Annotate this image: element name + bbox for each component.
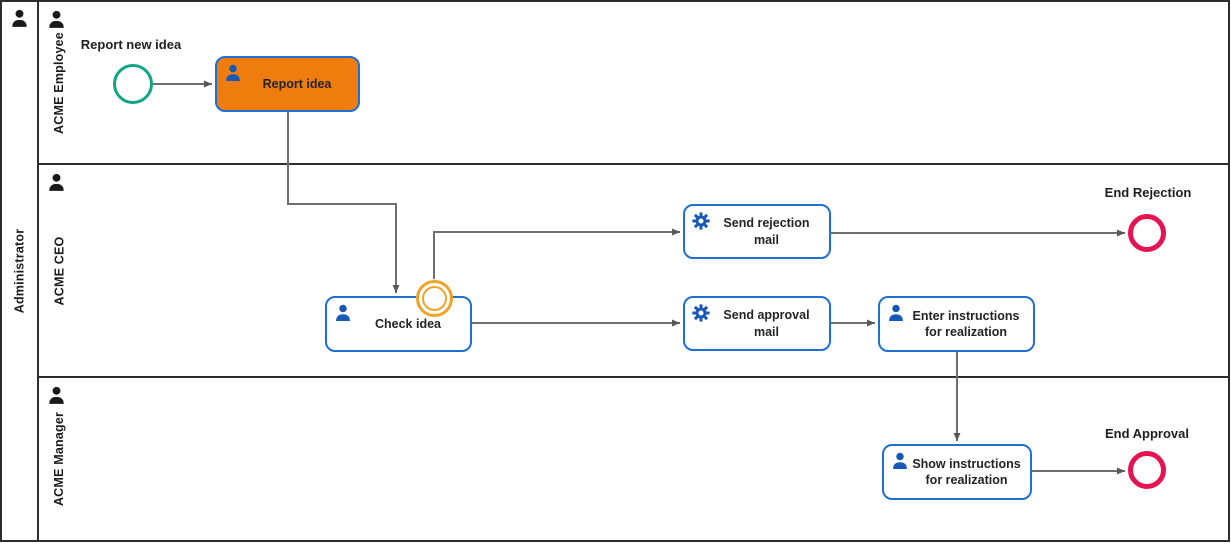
lane-acme-employee[interactable]: ACME Employee xyxy=(39,2,1228,165)
lane-acme-manager[interactable]: ACME Manager xyxy=(39,378,1228,540)
end-approval-label: End Approval xyxy=(1104,426,1190,441)
pool-header[interactable]: Administrator xyxy=(2,2,39,540)
user-icon xyxy=(333,303,353,323)
lanes-container: ACME Employee ACME CEO ACME Manager xyxy=(39,2,1228,540)
person-icon xyxy=(46,172,67,193)
end-rejection-label: End Rejection xyxy=(1104,185,1192,200)
task-label: Report idea xyxy=(262,76,332,91)
person-icon xyxy=(46,9,67,30)
task-send-rejection-mail[interactable]: Send rejection mail xyxy=(683,204,831,259)
flow-boundary-to-send-rejection[interactable] xyxy=(433,228,680,279)
task-send-approval-mail[interactable]: Send approval mail xyxy=(683,296,831,351)
task-enter-instructions[interactable]: Enter instructions for realization xyxy=(878,296,1035,352)
boundary-event-inner-ring xyxy=(422,286,447,311)
person-icon xyxy=(46,385,67,406)
boundary-event[interactable] xyxy=(416,280,453,317)
task-label: Send rejection mail xyxy=(723,216,810,247)
task-show-instructions[interactable]: Show instructions for realization xyxy=(882,444,1032,500)
flow-report-idea-to-check-idea[interactable] xyxy=(287,112,400,293)
person-icon xyxy=(9,8,30,29)
user-icon xyxy=(223,63,243,83)
user-icon xyxy=(886,303,906,323)
task-label: Enter instructions for realization xyxy=(912,308,1020,339)
start-event[interactable] xyxy=(113,64,153,104)
task-report-idea[interactable]: Report idea xyxy=(215,56,360,112)
task-label: Check idea xyxy=(374,316,441,331)
gear-icon xyxy=(691,303,711,323)
start-event-label: Report new idea xyxy=(80,37,182,52)
end-event-rejection[interactable] xyxy=(1128,214,1166,252)
end-event-approval[interactable] xyxy=(1128,451,1166,489)
task-label: Show instructions for realization xyxy=(912,456,1021,487)
lane-acme-ceo[interactable]: ACME CEO xyxy=(39,165,1228,378)
user-icon xyxy=(890,451,910,471)
task-label: Send approval mail xyxy=(723,308,810,339)
gear-icon xyxy=(691,211,711,231)
